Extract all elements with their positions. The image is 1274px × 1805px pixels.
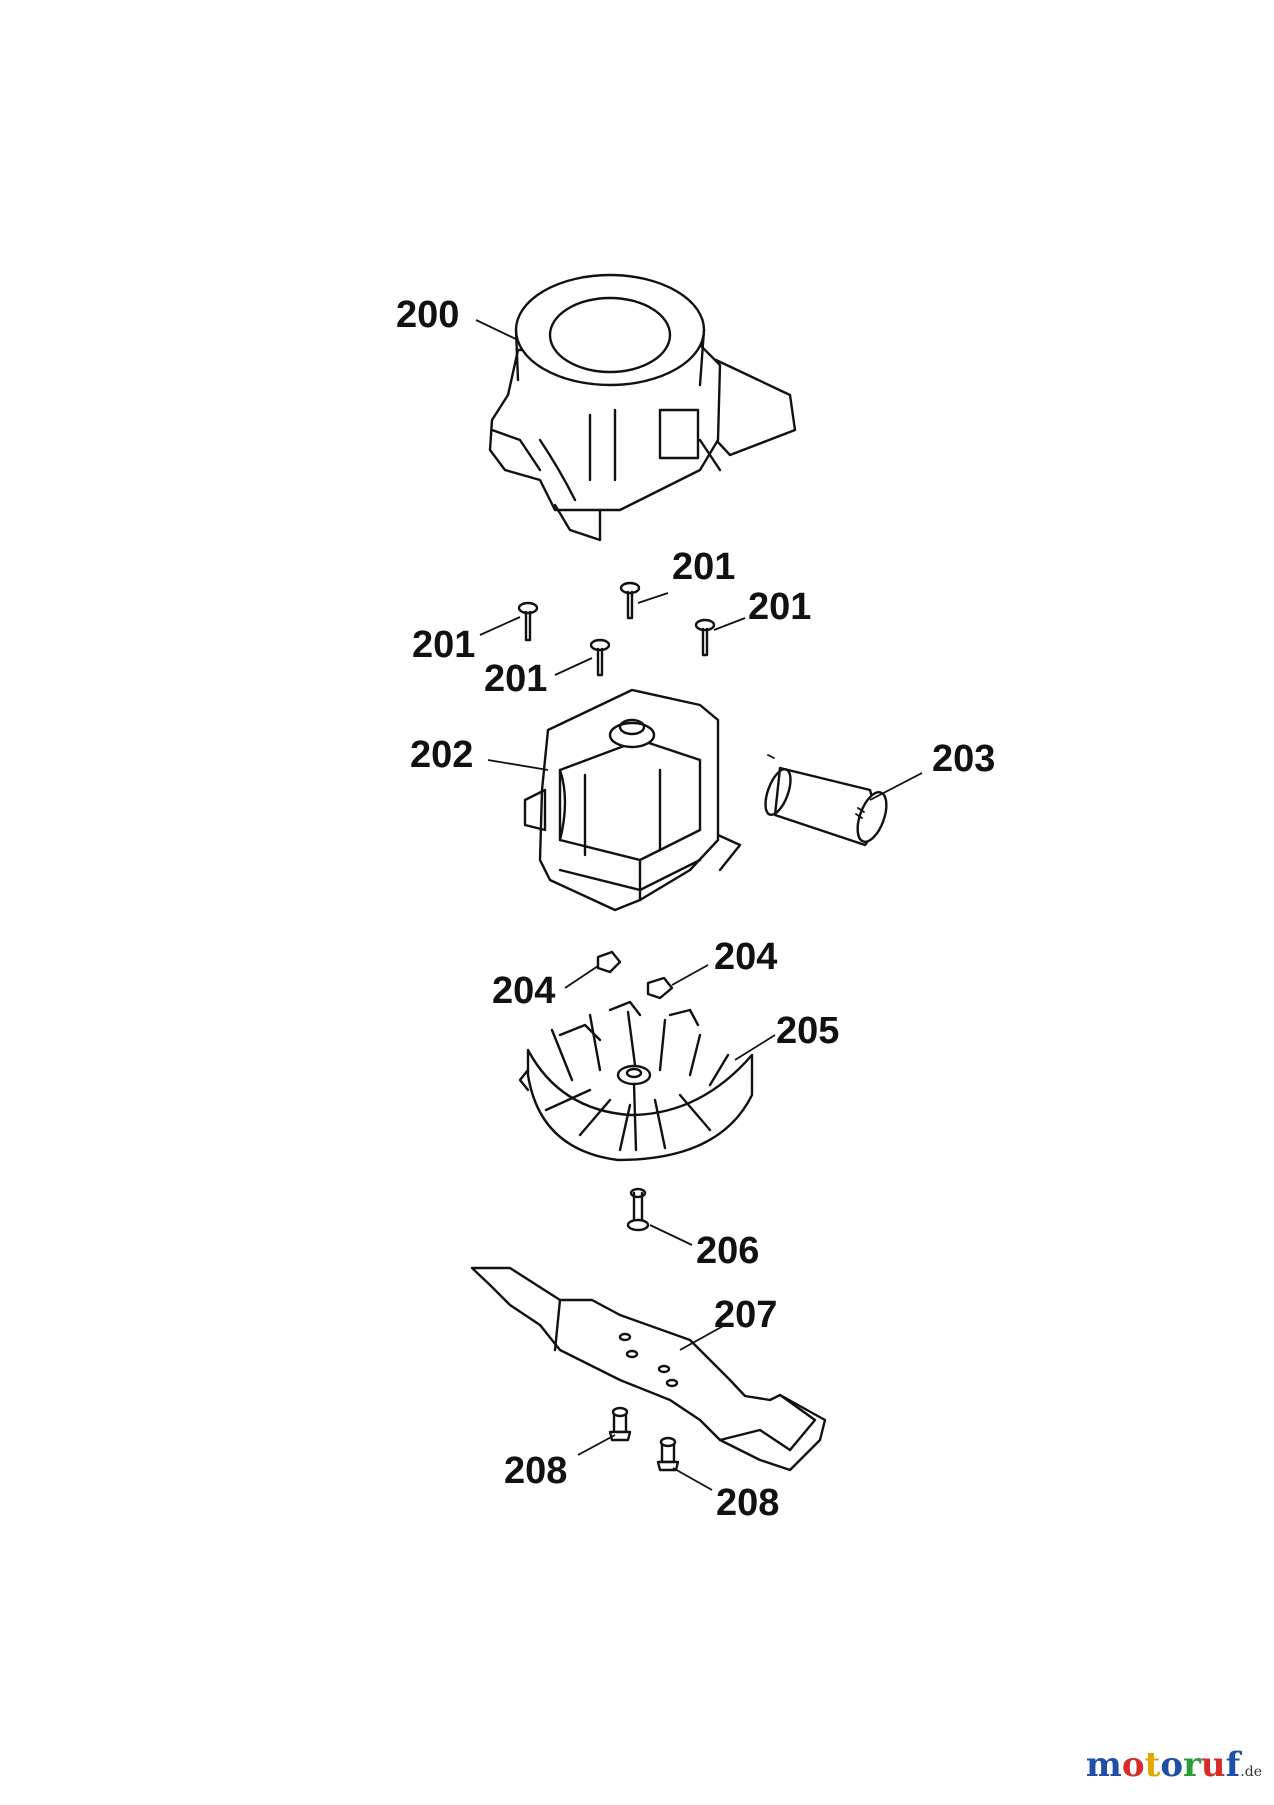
part-208-bolt-b xyxy=(656,1436,680,1472)
leader-207 xyxy=(679,1324,726,1351)
callout-201-right: 201 xyxy=(748,586,812,628)
part-201-screw-a xyxy=(517,601,539,642)
callout-201-bottom: 201 xyxy=(484,658,548,700)
callout-200: 200 xyxy=(396,294,460,336)
leader-201a xyxy=(479,616,521,636)
watermark-letter: m xyxy=(1085,1745,1122,1785)
callout-208-left: 208 xyxy=(504,1450,568,1492)
part-204-nut-b xyxy=(646,976,674,1000)
part-201-screw-b xyxy=(619,581,641,620)
watermark-suffix: .de xyxy=(1240,1764,1262,1780)
leader-200 xyxy=(475,319,519,341)
watermark-letter: t xyxy=(1144,1745,1161,1785)
part-202-motor xyxy=(523,688,742,912)
leader-208a xyxy=(577,1434,616,1456)
callout-201-top: 201 xyxy=(672,546,736,588)
leader-201b xyxy=(637,592,669,604)
leader-206 xyxy=(649,1224,693,1246)
leader-204b xyxy=(671,964,709,986)
callout-203: 203 xyxy=(932,738,996,780)
part-205-fan xyxy=(518,1000,754,1162)
leader-lines xyxy=(475,319,923,1491)
watermark-letter: f xyxy=(1225,1745,1241,1785)
part-207-blade xyxy=(470,1266,827,1472)
callout-204-left: 204 xyxy=(492,970,556,1012)
watermark-letter: r xyxy=(1183,1745,1201,1785)
leader-203 xyxy=(869,772,923,801)
callout-201-left: 201 xyxy=(412,624,476,666)
leader-204a xyxy=(564,965,599,989)
part-206-bolt xyxy=(626,1187,650,1232)
part-201-screw-d xyxy=(694,618,716,657)
watermark-letter: o xyxy=(1121,1745,1145,1785)
leader-208b xyxy=(672,1467,713,1491)
leader-201c xyxy=(554,657,593,676)
watermark-letter: o xyxy=(1160,1745,1183,1785)
callout-205: 205 xyxy=(776,1010,840,1052)
leader-202 xyxy=(487,759,549,771)
part-204-nut-a xyxy=(596,950,622,974)
watermark-letter: u xyxy=(1200,1745,1226,1785)
part-201-screw-c xyxy=(589,638,611,677)
callout-207: 207 xyxy=(714,1294,778,1336)
callout-208-right: 208 xyxy=(716,1482,780,1524)
part-200-motor-housing xyxy=(488,273,797,542)
part-203-capacitor xyxy=(764,754,888,847)
leader-205 xyxy=(734,1034,776,1061)
leader-201d xyxy=(713,617,746,631)
motoruf-watermark-logo: motoruf.de xyxy=(1086,1748,1262,1782)
callout-204-right: 204 xyxy=(714,936,778,978)
callout-206: 206 xyxy=(696,1230,760,1272)
callout-202: 202 xyxy=(410,734,474,776)
